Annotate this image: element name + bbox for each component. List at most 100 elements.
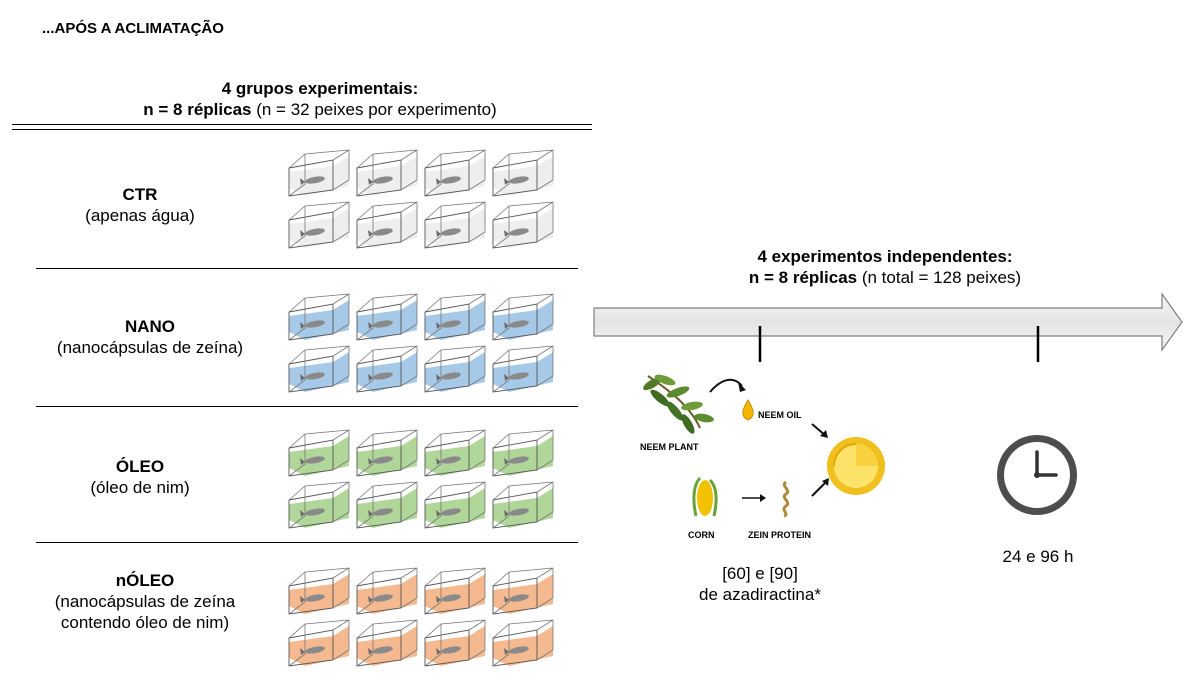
aquarium-tank-icon — [356, 619, 418, 667]
aquarium-tank-icon — [492, 201, 554, 249]
aquarium-tank-icon — [356, 429, 418, 477]
timeline-arrow — [593, 292, 1183, 362]
fish-icon — [373, 372, 393, 380]
row-divider-1 — [36, 268, 578, 269]
group-oleo-desc: (óleo de nim) — [90, 478, 190, 497]
aquarium-tank-icon — [288, 567, 350, 615]
fish-icon — [305, 456, 325, 464]
aquarium-tank-icon — [424, 429, 486, 477]
neem-oil-drop-icon — [742, 399, 754, 421]
experiments-header-detail: (n total = 128 peixes) — [857, 268, 1022, 287]
nanocapsule-icon — [827, 437, 885, 495]
group-noleo-name: nÓLEO — [115, 571, 175, 590]
experiments-header-line1: 4 experimentos independentes: — [757, 247, 1013, 266]
fish-icon — [509, 646, 529, 654]
page-title: ...APÓS A ACLIMATAÇÃO — [42, 20, 224, 37]
concentration-caption-line2: de azadiractina* — [699, 585, 821, 604]
fish-icon — [305, 508, 325, 516]
fish-icon — [305, 594, 325, 602]
fish-icon — [509, 176, 529, 184]
concentration-caption: [60] e [90] de azadiractina* — [660, 563, 860, 605]
zein-protein-label: ZEIN PROTEIN — [748, 530, 811, 540]
group-nano-name: NANO — [124, 317, 176, 336]
fish-icon — [441, 320, 461, 328]
clock-icon — [997, 435, 1077, 515]
aquarium-tank-icon — [288, 619, 350, 667]
aquarium-tank-icon — [492, 619, 554, 667]
fish-icon — [509, 372, 529, 380]
group-nano-label: NANO (nanocápsulas de zeína) — [20, 316, 280, 358]
aquarium-tank-icon — [288, 201, 350, 249]
row-divider-3 — [36, 542, 578, 543]
group-nano-desc: (nanocápsulas de zeína) — [56, 338, 244, 357]
fish-icon — [373, 508, 393, 516]
group-ctr-desc: (apenas água) — [85, 206, 195, 225]
aquarium-tank-icon — [356, 567, 418, 615]
groups-header-detail: (n = 32 peixes por experimento) — [251, 100, 497, 119]
aquarium-tank-icon — [424, 293, 486, 341]
fish-icon — [441, 508, 461, 516]
experiments-header: 4 experimentos independentes: n = 8 répl… — [620, 246, 1150, 288]
fish-icon — [509, 320, 529, 328]
aquarium-tank-icon — [492, 149, 554, 197]
group-noleo-desc-2: contendo óleo de nim) — [60, 613, 230, 632]
fish-icon — [305, 176, 325, 184]
row-divider-2 — [36, 406, 578, 407]
aquarium-tank-icon — [492, 293, 554, 341]
group-noleo-label: nÓLEO (nanocápsulas de zeína contendo ól… — [20, 570, 270, 633]
header-rule-bottom — [12, 129, 592, 130]
experiments-header-replicas: n = 8 réplicas — [748, 268, 858, 287]
fish-icon — [373, 228, 393, 236]
group-ctr-label: CTR (apenas água) — [20, 184, 260, 226]
experiments-header-line2: n = 8 réplicas (n total = 128 peixes) — [620, 267, 1150, 288]
group-ctr-name: CTR — [122, 185, 158, 204]
time-caption: 24 e 96 h — [1002, 547, 1074, 566]
aquarium-tank-icon — [492, 345, 554, 393]
aquarium-tank-icon — [356, 201, 418, 249]
neem-oil-label: NEEM OIL — [758, 410, 802, 420]
corn-label: CORN — [688, 530, 715, 540]
fish-icon — [509, 594, 529, 602]
fish-icon — [441, 456, 461, 464]
aquarium-tank-icon — [424, 149, 486, 197]
zein-protein-icon — [782, 480, 790, 518]
aquarium-tank-icon — [492, 481, 554, 529]
fish-icon — [373, 320, 393, 328]
aquarium-tank-icon — [424, 201, 486, 249]
fish-icon — [373, 176, 393, 184]
groups-header: 4 grupos experimentais: n = 8 réplicas (… — [50, 78, 590, 120]
aquarium-tank-icon — [424, 567, 486, 615]
aquarium-tank-icon — [288, 293, 350, 341]
aquarium-tank-icon — [356, 293, 418, 341]
fish-icon — [373, 456, 393, 464]
fish-icon — [441, 372, 461, 380]
fish-icon — [373, 594, 393, 602]
aquarium-tank-icon — [288, 149, 350, 197]
aquarium-tank-icon — [356, 149, 418, 197]
fish-icon — [441, 228, 461, 236]
fish-icon — [305, 372, 325, 380]
groups-header-line2: n = 8 réplicas (n = 32 peixes por experi… — [50, 99, 590, 120]
concentration-caption-line1: [60] e [90] — [722, 564, 798, 583]
aquarium-tank-icon — [492, 567, 554, 615]
fish-icon — [509, 228, 529, 236]
aquarium-tank-icon — [424, 345, 486, 393]
fish-icon — [305, 320, 325, 328]
header-rule-top — [12, 124, 592, 125]
fish-icon — [441, 646, 461, 654]
fish-icon — [305, 228, 325, 236]
aquarium-tank-icon — [492, 429, 554, 477]
fish-icon — [509, 456, 529, 464]
neem-plant-icon — [643, 374, 714, 434]
nanocapsule-illustration: NEEM PLANT NEEM OIL CORN ZEIN PROTEIN — [640, 374, 885, 540]
aquarium-tank-icon — [288, 345, 350, 393]
neem-plant-label: NEEM PLANT — [640, 442, 699, 452]
fish-icon — [305, 646, 325, 654]
aquarium-tank-icon — [356, 345, 418, 393]
aquarium-tank-icon — [288, 481, 350, 529]
corn-icon — [692, 476, 718, 517]
fish-icon — [509, 508, 529, 516]
aquarium-tank-icon — [424, 619, 486, 667]
groups-header-replicas: n = 8 réplicas — [143, 100, 252, 119]
group-oleo-label: ÓLEO (óleo de nim) — [20, 456, 260, 498]
